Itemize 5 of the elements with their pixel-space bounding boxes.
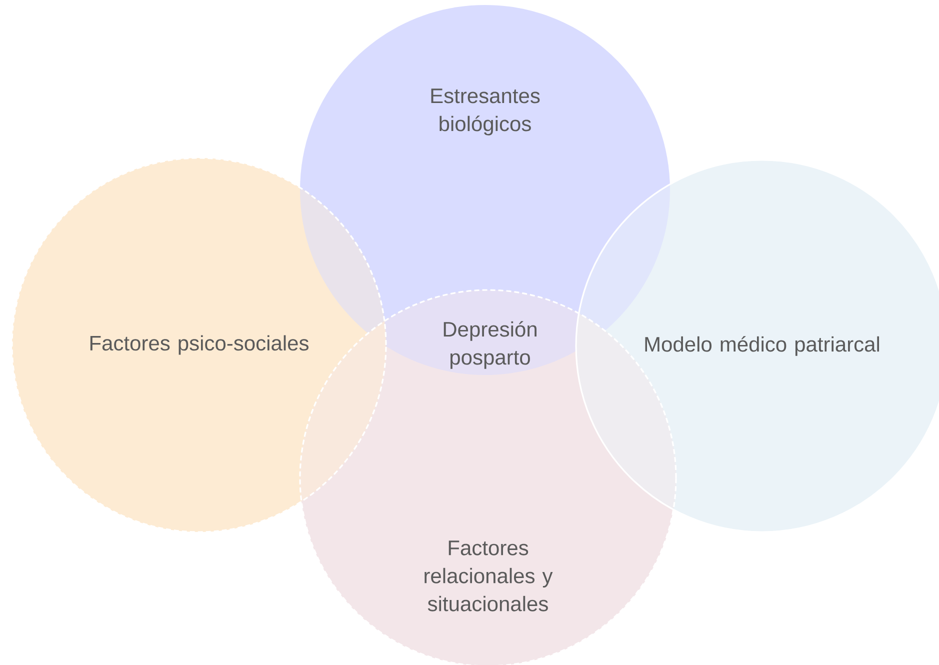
circle-label: Modelo médico patriarcal	[645, 336, 880, 356]
circle-label: Estresantes biológicos	[431, 88, 540, 136]
circle-label: Factores psico-sociales	[90, 335, 308, 355]
circle-label: Factores relacionales y situacionales	[424, 540, 553, 612]
center-label: Depresión posparto	[444, 321, 536, 369]
